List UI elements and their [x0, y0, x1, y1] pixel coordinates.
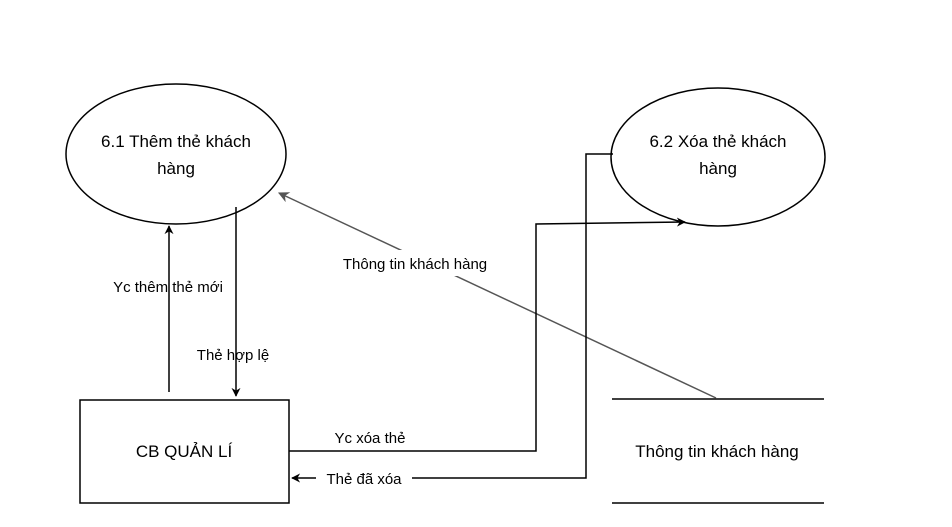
flow-request-delete-card: Yc xóa thẻ: [289, 217, 686, 452]
flow-request-delete-card-label: Yc xóa thẻ: [335, 430, 406, 447]
datastore-customer-info: Thông tin khách hàng: [612, 398, 824, 504]
flow-deleted-card: Thẻ đã xóa: [291, 153, 613, 488]
process-delete-card: 6.2 Xóa thẻ khách hàng: [610, 87, 826, 227]
process-delete-card-label-line1: 6.2 Xóa thẻ khách: [649, 132, 786, 151]
entity-label: CB QUẢN LÍ: [136, 442, 233, 461]
process-add-card: 6.1 Thêm thẻ khách hàng: [65, 83, 287, 225]
flow-valid-card-label: Thẻ hợp lệ: [197, 347, 269, 364]
process-delete-card-label-line2: hàng: [699, 159, 737, 178]
flow-deleted-card-label: Thẻ đã xóa: [326, 471, 402, 488]
flow-customer-info: Thông tin khách hàng: [278, 192, 717, 399]
flow-request-add-card-label: Yc thêm thẻ mới: [113, 279, 223, 296]
flow-valid-card: Thẻ hợp lệ: [197, 207, 269, 397]
entity-cb-quan-li: CB QUẢN LÍ: [79, 399, 290, 504]
flow-request-add-card: Yc thêm thẻ mới: [113, 225, 223, 392]
flow-customer-info-label: Thông tin khách hàng: [343, 256, 487, 273]
datastore-label: Thông tin khách hàng: [635, 442, 799, 461]
process-add-card-label-line1: 6.1 Thêm thẻ khách: [101, 132, 251, 151]
process-add-card-label-line2: hàng: [157, 159, 195, 178]
